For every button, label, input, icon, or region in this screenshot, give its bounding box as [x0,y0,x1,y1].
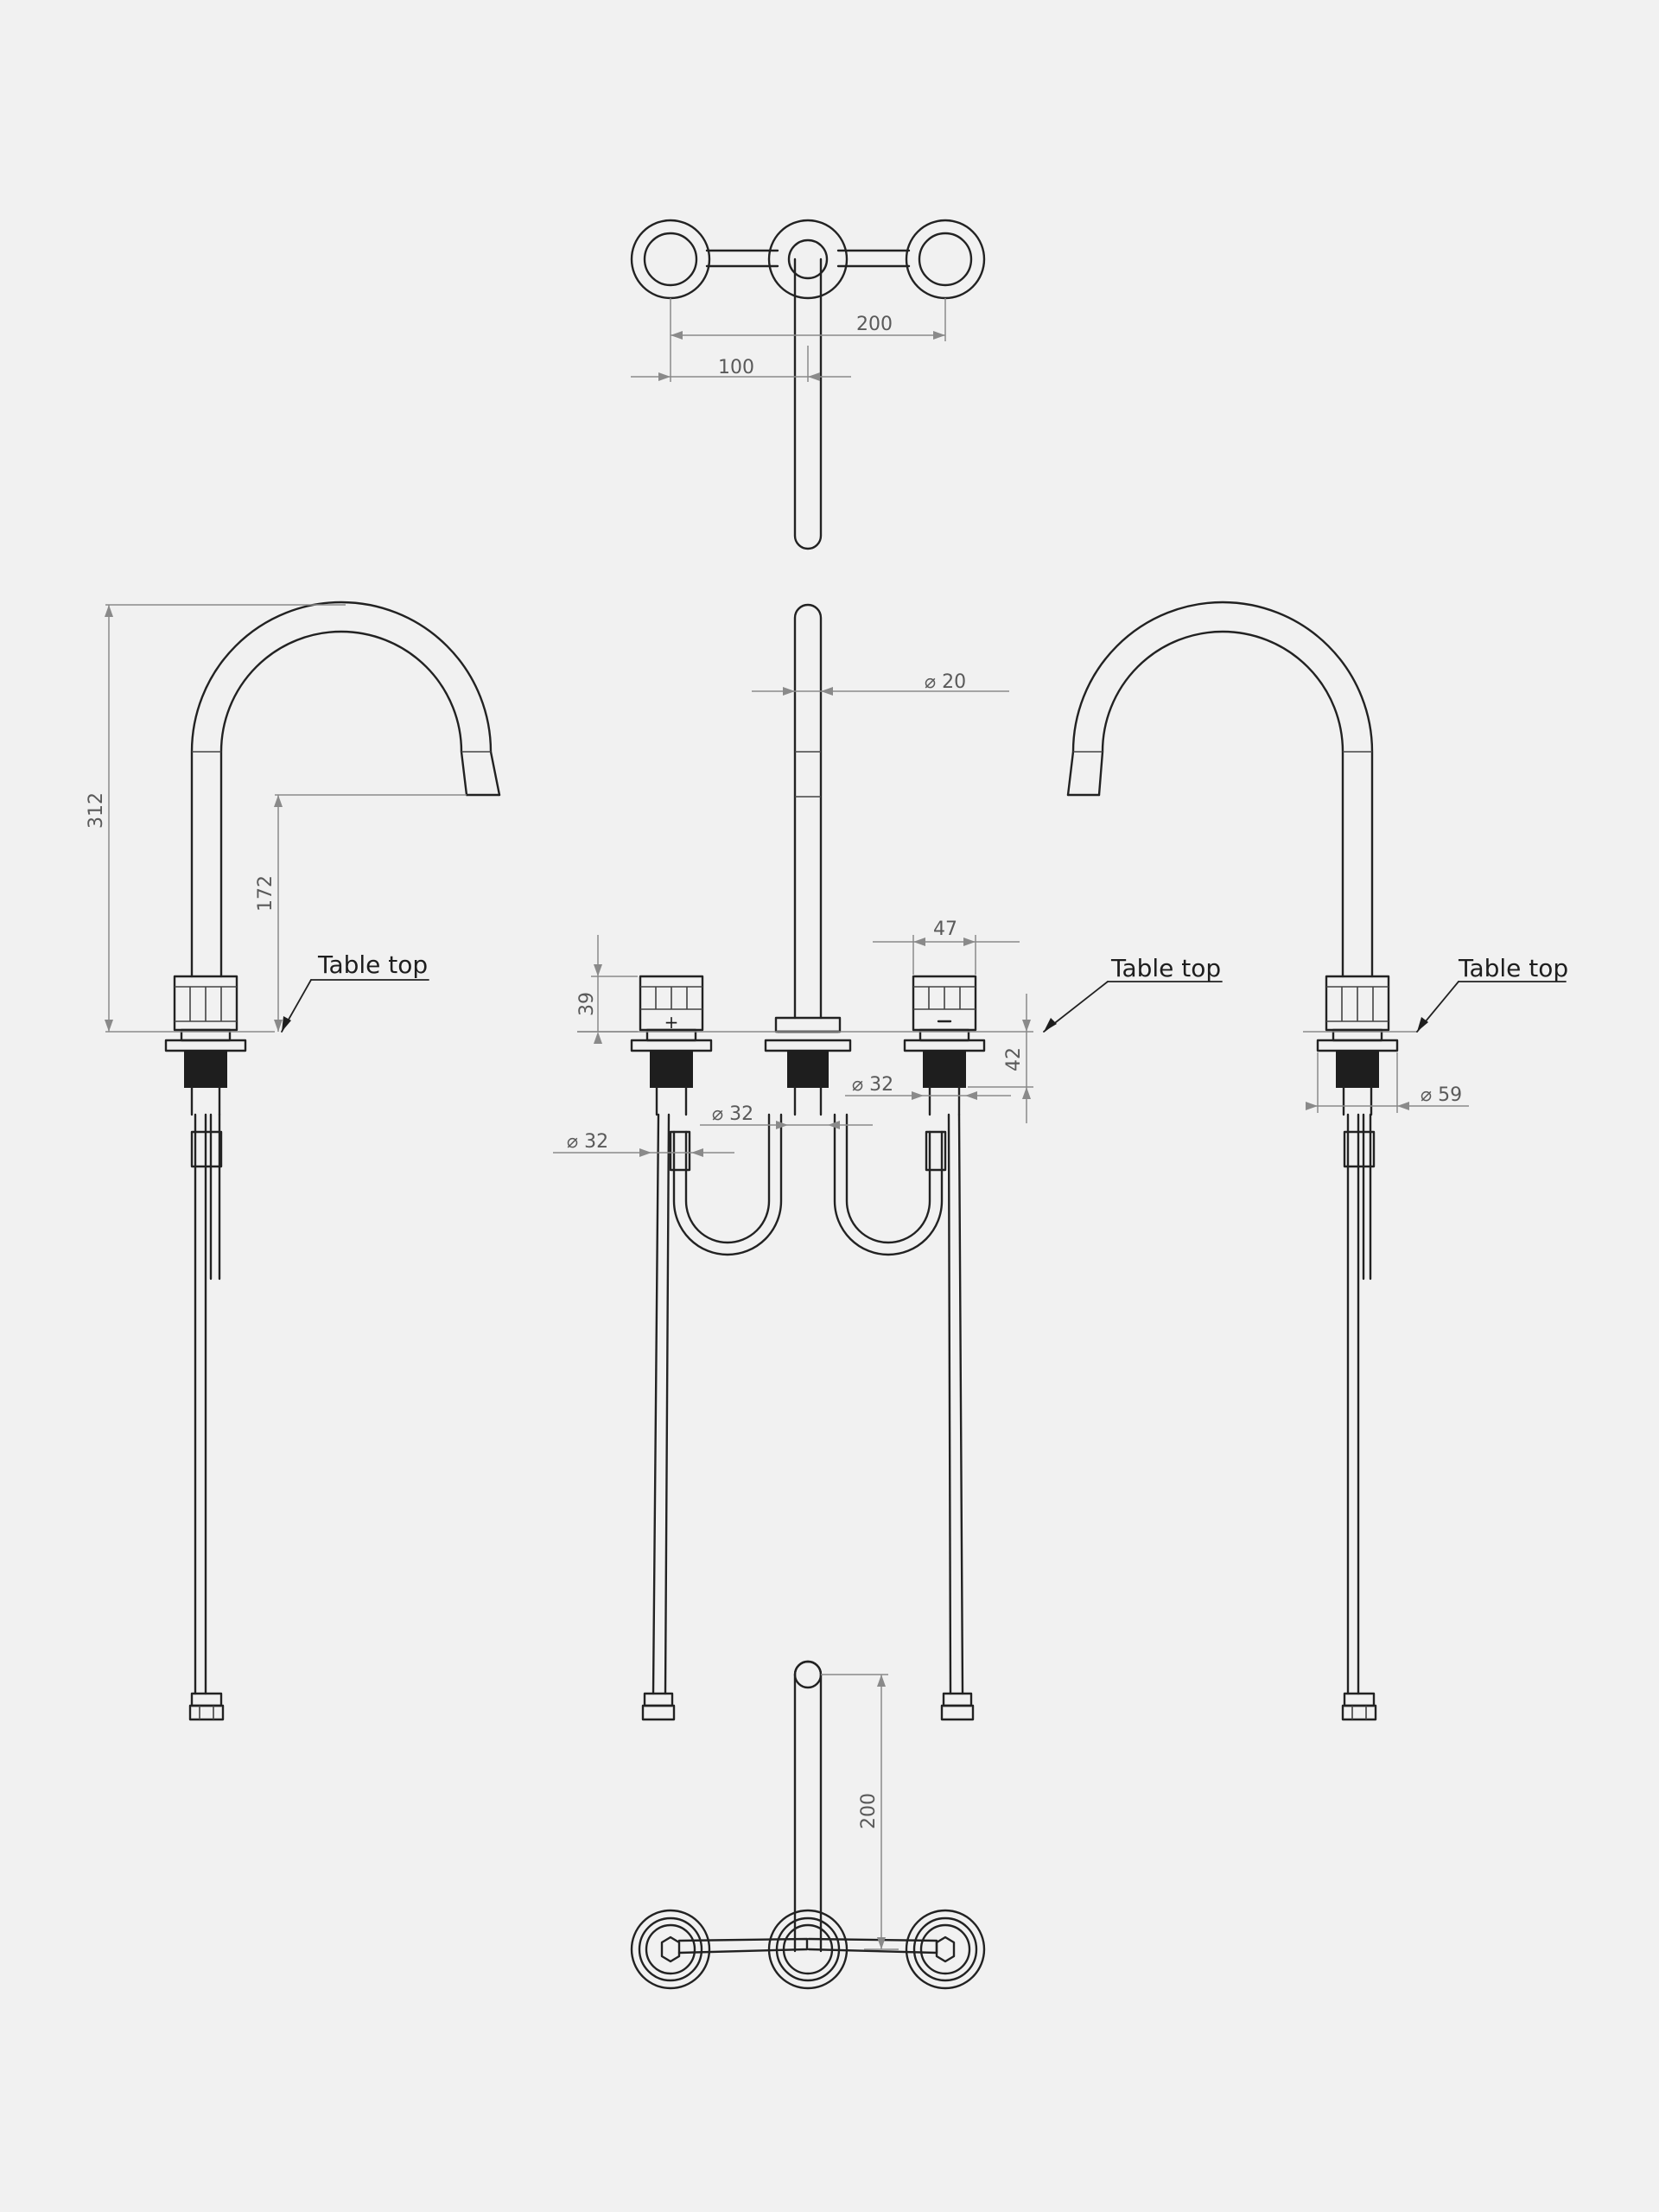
dim-shank-left: ⌀ 32 [553,1131,734,1157]
dim-top-100: 100 [631,341,851,382]
svg-text:+: + [664,1012,679,1033]
dim-text-d32-left: ⌀ 32 [567,1131,608,1153]
right-side-view: ⌀ 59 Table top [1066,601,1568,1721]
dim-text-d20: ⌀ 20 [925,671,966,693]
dim-text-200: 200 [856,314,893,335]
table-top-label-right: Table top [1458,954,1568,982]
dim-text-42: 42 [1003,1047,1025,1071]
table-top-callout-right: Table top [1303,954,1568,1033]
dim-42: 42 [968,994,1033,1123]
dim-shank-right: ⌀ 32 [845,1074,1011,1100]
dim-172: 172 [255,794,467,1032]
bottom-view: 200 [630,1660,986,1990]
dim-text-312: 312 [86,792,107,829]
top-view: 200 100 [630,219,986,550]
dim-47: 47 [873,918,1020,975]
dim-spout-diameter: ⌀ 20 [752,671,1009,696]
dim-text-47: 47 [933,918,957,940]
front-view: + [553,603,1223,1721]
dim-text-d32-right: ⌀ 32 [852,1074,893,1096]
table-top-callout-left: Table top [173,950,429,1033]
dim-bottom-200: 200 [821,1674,899,1950]
dim-text-39: 39 [576,992,598,1016]
dim-top-200: 200 [670,298,946,341]
table-top-label-center: Table top [1110,954,1221,982]
dim-shank-center: ⌀ 32 [700,1103,873,1129]
dim-text-bottom-200: 200 [858,1793,880,1829]
dim-text-172: 172 [255,875,276,912]
table-top-callout-center: Table top [577,954,1223,1033]
dim-text-d32-center: ⌀ 32 [712,1103,753,1125]
dim-312: 312 [86,604,346,1033]
dim-text-100: 100 [718,357,754,378]
dim-text-d59: ⌀ 59 [1421,1084,1462,1106]
left-side-view: 312 172 Table top [86,601,501,1721]
dim-39: 39 [576,935,638,1044]
table-top-label-left: Table top [317,950,428,979]
dim-flange-diameter: ⌀ 59 [1306,1052,1469,1113]
